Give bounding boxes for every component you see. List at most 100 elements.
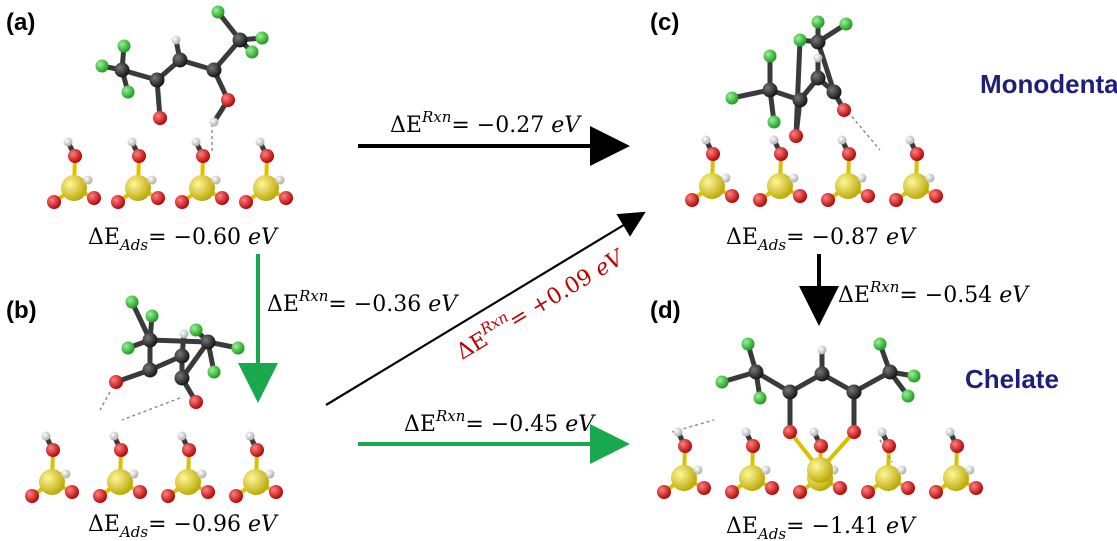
hydrogen-atom: [63, 137, 73, 147]
oxygen-atom: [793, 189, 807, 203]
fluorine-atom: [211, 5, 225, 19]
panel-label-c: (c): [650, 9, 679, 36]
rxn-energy-a-to-c: ΔERxn= −0.27 eV: [390, 108, 582, 138]
hydrogen-atom: [41, 431, 51, 441]
rxn-energy-b-to-d: ΔERxn= −0.45 eV: [404, 407, 596, 437]
oxygen-atom: [821, 193, 835, 207]
oxygen-atom: [132, 149, 146, 163]
fluorine-atom: [901, 389, 915, 403]
oxygen-atom: [789, 129, 803, 143]
hydrogen-atom: [813, 53, 823, 63]
oxygen-atom: [861, 485, 875, 499]
fluorine-atom: [245, 45, 259, 59]
oxygen-atom: [950, 439, 964, 453]
oxygen-atom: [215, 191, 229, 205]
hydrogen-atom: [721, 173, 731, 183]
metal-atom: [739, 465, 765, 491]
oxygen-atom: [47, 195, 61, 209]
hydrogen-atom: [177, 431, 187, 441]
oxygen-atom: [161, 489, 175, 503]
carbon-atom: [810, 70, 826, 86]
oxygen-atom: [783, 425, 797, 439]
structure-d: [657, 337, 983, 499]
oxygen-atom: [175, 195, 189, 209]
panel-label-b: (b): [6, 297, 37, 324]
metal-atom: [807, 457, 833, 483]
oxygen-atom: [814, 439, 828, 453]
oxygen-atom: [697, 481, 711, 495]
hydrogen-atom: [129, 469, 139, 479]
fluorine-atom: [121, 341, 135, 355]
oxygen-atom: [182, 443, 196, 457]
metal-atom: [175, 469, 201, 495]
hydrogen-atom: [817, 345, 827, 355]
hydrogen-atom: [147, 175, 157, 185]
rxn-energy-a-to-b: ΔERxn= −0.36 eV: [267, 287, 459, 317]
oxygen-atom: [793, 485, 807, 499]
oxygen-atom: [189, 395, 203, 409]
carbon-atom: [174, 348, 190, 364]
oxygen-atom: [753, 193, 767, 207]
carbon-atom: [748, 364, 764, 380]
fluorine-atom: [121, 85, 135, 99]
carbon-atom: [114, 62, 130, 78]
metal-atom: [189, 175, 215, 201]
chelate-label: Chelate: [965, 364, 1059, 394]
bond: [793, 37, 803, 139]
oxygen-atom: [279, 191, 293, 205]
metal-atom: [943, 465, 969, 491]
fluorine-atom: [207, 365, 221, 379]
oxygen-atom: [25, 489, 39, 503]
monodentate-label: Monodentate: [980, 69, 1117, 99]
hydrogen-atom: [197, 469, 207, 479]
arrow-b-to-c: [325, 211, 646, 406]
carbon-atom: [792, 92, 808, 108]
oxygen-atom: [133, 485, 147, 499]
fluorine-atom: [741, 337, 755, 351]
metal-atom: [107, 469, 133, 495]
ads-energy-a: ΔEAds= −0.60 eV: [88, 225, 279, 254]
oxygen-atom: [765, 481, 779, 495]
hydrogen-atom: [209, 117, 219, 127]
fluorine-atom: [811, 15, 825, 29]
hydrogen-bond: [121, 397, 181, 421]
fluorine-atom: [873, 337, 887, 351]
bond: [815, 39, 837, 95]
carbon-atom: [782, 384, 798, 400]
fluorine-atom: [767, 115, 781, 129]
oxygen-atom: [678, 439, 692, 453]
hydrogen-atom: [701, 135, 711, 145]
hydrogen-atom: [905, 135, 915, 145]
oxygen-atom: [861, 189, 875, 203]
carbon-atom: [846, 384, 862, 400]
oxygen-atom: [46, 443, 60, 457]
oxygen-atom: [201, 485, 215, 499]
carbon-atom: [762, 82, 778, 98]
hydrogen-bond: [99, 391, 111, 411]
oxygen-atom: [196, 149, 210, 163]
structure-c: [685, 15, 943, 207]
ads-energy-d: ΔEAds= −1.41 eV: [726, 514, 917, 541]
hydrogen-atom: [275, 175, 285, 185]
hydrogen-atom: [741, 427, 751, 437]
metal-atom: [671, 465, 697, 491]
ads-energy-b: ΔEAds= −0.96 eV: [88, 512, 279, 541]
metal-atom: [39, 469, 65, 495]
structure-b: [25, 295, 283, 503]
fluorine-atom: [763, 49, 777, 63]
oxygen-atom: [882, 439, 896, 453]
hydrogen-atom: [61, 469, 71, 479]
hydrogen-atom: [171, 35, 181, 45]
hydrogen-atom: [809, 427, 819, 437]
oxygen-atom: [889, 193, 903, 207]
hydrogen-atom: [673, 427, 683, 437]
carbon-atom: [232, 32, 248, 48]
fluorine-atom: [231, 341, 245, 355]
hydrogen-atom: [265, 469, 275, 479]
fluorine-atom: [753, 391, 767, 405]
oxygen-atom: [969, 481, 983, 495]
fluorine-atom: [839, 17, 853, 31]
hydrogen-atom: [789, 173, 799, 183]
hydrogen-atom: [191, 137, 201, 147]
